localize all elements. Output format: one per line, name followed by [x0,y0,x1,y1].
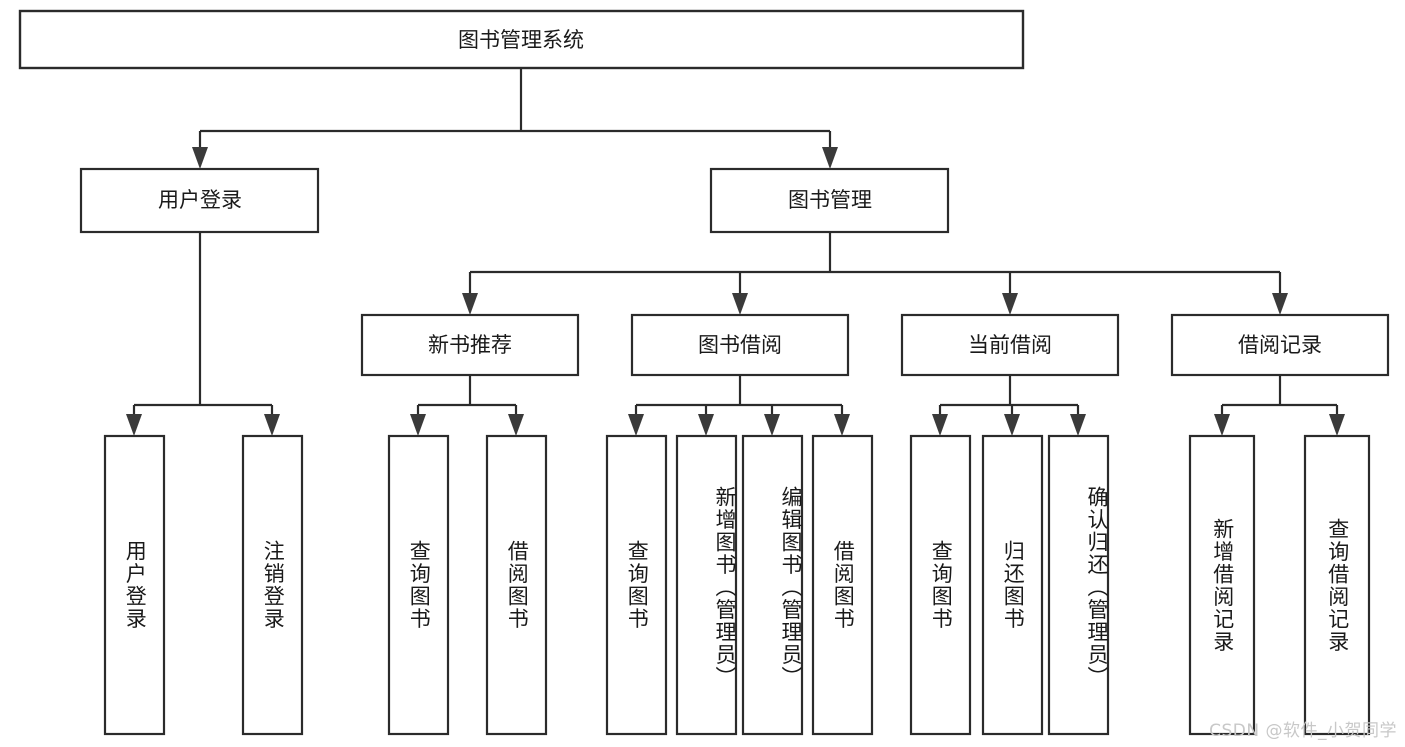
node-current-borrow[interactable]: 当前借阅 [900,313,1120,377]
leaf-box-add-book-admin[interactable] [675,434,738,736]
node-user-login-label: 用户登录 [158,188,242,212]
node-user-login[interactable]: 用户登录 [79,167,320,234]
node-borrow-records[interactable]: 借阅记录 [1170,313,1390,377]
leaf-box-query-books-1[interactable] [387,434,450,736]
node-new-book-recommend-label: 新书推荐 [428,333,512,357]
leaf-box-query-books-2[interactable] [605,434,668,736]
connector-books-to-level3 [462,232,1288,315]
leaf-box-user-login[interactable] [103,434,166,736]
leaf-box-confirm-return-admin[interactable] [1047,434,1110,736]
leaf-boxes [103,434,1371,736]
leaf-box-borrow-books-1[interactable] [485,434,548,736]
node-book-management-label: 图书管理 [788,188,872,212]
connector-newbooks-to-leaves [410,375,524,436]
leaf-box-query-borrow-record[interactable] [1303,434,1371,736]
node-current-borrow-label: 当前借阅 [968,333,1052,357]
node-root[interactable]: 图书管理系统 [18,9,1025,70]
leaf-box-add-borrow-record[interactable] [1188,434,1256,736]
connector-records-to-leaves [1214,375,1345,436]
leaf-box-edit-book-admin[interactable] [741,434,804,736]
node-root-label: 图书管理系统 [458,28,584,52]
node-borrow-records-label: 借阅记录 [1238,333,1322,357]
connector-login-to-leaves [126,232,280,436]
leaf-box-borrow-books-2[interactable] [811,434,874,736]
watermark-text: CSDN @软件_小贺同学 [1209,721,1397,741]
leaf-box-logout[interactable] [241,434,304,736]
connector-current-to-leaves [932,375,1086,436]
leaf-box-query-books-3[interactable] [909,434,972,736]
node-book-management[interactable]: 图书管理 [709,167,950,234]
connector-borrow-to-leaves [628,375,850,436]
connector-root-to-level2 [192,68,838,169]
node-book-borrow-label: 图书借阅 [698,333,782,357]
node-new-book-recommend[interactable]: 新书推荐 [360,313,580,377]
leaf-box-return-books[interactable] [981,434,1044,736]
node-book-borrow[interactable]: 图书借阅 [630,313,850,377]
